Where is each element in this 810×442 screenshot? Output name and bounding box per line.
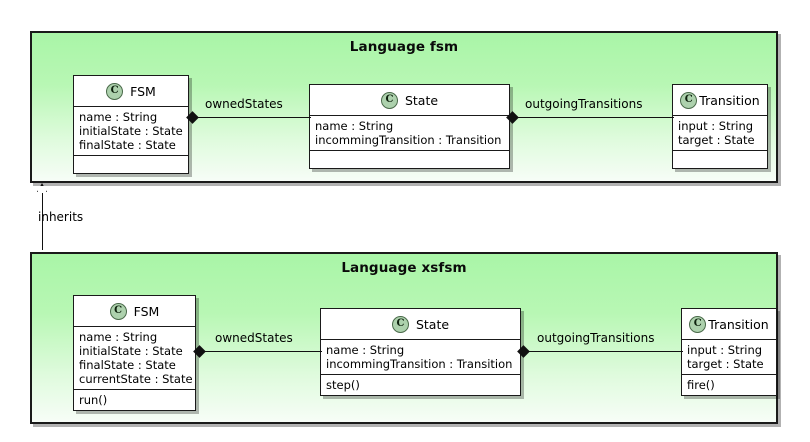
attribute-row: initialState : State xyxy=(79,124,183,138)
class-icon: C xyxy=(380,91,398,109)
class-fsm-FSM-operations xyxy=(74,156,188,173)
class-xsfsm-State-header: C State xyxy=(321,309,520,340)
class-fsm-State-attributes: name : String incommingTransition : Tran… xyxy=(310,116,509,151)
class-xsfsm-FSM[interactable]: C FSM name : String initialState : State… xyxy=(73,295,196,411)
class-fsm-Transition-attributes: input : String target : State xyxy=(673,116,767,151)
attribute-row: currentState : State xyxy=(79,372,193,386)
class-fsm-Transition-name: Transition xyxy=(699,92,760,108)
class-fsm-Transition[interactable]: C Transition input : String target : Sta… xyxy=(672,84,768,169)
attribute-row: name : String xyxy=(79,110,158,124)
class-xsfsm-State-attributes: name : String incommingTransition : Tran… xyxy=(321,340,520,375)
inherits-label: inherits xyxy=(38,210,84,224)
class-icon: C xyxy=(391,315,409,333)
class-xsfsm-FSM-attributes: name : String initialState : State final… xyxy=(74,327,195,390)
association-xsfsm-outgoingTransitions-label: outgoingTransitions xyxy=(537,331,655,345)
package-xsfsm-title: Language xsfsm xyxy=(341,260,467,276)
attribute-row: name : String xyxy=(315,119,394,133)
class-fsm-State-operations xyxy=(310,151,509,168)
class-icon: C xyxy=(680,91,698,109)
attribute-row: input : String xyxy=(678,119,754,133)
class-fsm-FSM[interactable]: C FSM name : String initialState : State… xyxy=(73,75,189,174)
class-fsm-State-header: C State xyxy=(310,85,509,116)
class-fsm-FSM-name: FSM xyxy=(130,83,156,99)
attribute-row: target : State xyxy=(678,133,755,147)
attribute-row: name : String xyxy=(326,343,405,357)
association-xsfsm-ownedStates-label: ownedStates xyxy=(215,331,293,345)
association-fsm-ownedStates-line xyxy=(191,117,311,118)
association-xsfsm-ownedStates-line xyxy=(198,351,322,352)
class-xsfsm-FSM-name: FSM xyxy=(133,303,160,319)
class-fsm-FSM-attributes: name : String initialState : State final… xyxy=(74,107,188,156)
class-fsm-State-name: State xyxy=(404,92,439,108)
operation-row: fire() xyxy=(687,378,715,392)
class-xsfsm-FSM-header: C FSM xyxy=(74,296,195,327)
class-fsm-Transition-header: C Transition xyxy=(673,85,767,116)
class-xsfsm-Transition-operations: fire() xyxy=(682,375,776,395)
attribute-row: finalState : State xyxy=(79,138,176,152)
class-xsfsm-State-operations: step() xyxy=(321,375,520,395)
operation-row: step() xyxy=(326,378,360,392)
association-fsm-outgoingTransitions-label: outgoingTransitions xyxy=(525,97,643,111)
class-fsm-FSM-header: C FSM xyxy=(74,76,188,107)
attribute-row: target : State xyxy=(687,357,764,371)
class-icon: C xyxy=(689,315,707,333)
class-xsfsm-FSM-operations: run() xyxy=(74,390,195,410)
class-xsfsm-Transition-attributes: input : String target : State xyxy=(682,340,776,375)
class-xsfsm-Transition-header: C Transition xyxy=(682,309,776,340)
association-fsm-ownedStates-label: ownedStates xyxy=(205,97,283,111)
class-fsm-Transition-operations xyxy=(673,151,767,168)
package-fsm-title: Language fsm xyxy=(349,39,459,55)
operation-row: run() xyxy=(79,393,108,407)
class-icon: C xyxy=(109,302,127,320)
class-fsm-State[interactable]: C State name : String incommingTransitio… xyxy=(309,84,510,169)
attribute-row: incommingTransition : Transition xyxy=(326,357,513,371)
attribute-row: name : String xyxy=(79,330,158,344)
inherits-arrowhead xyxy=(37,183,47,193)
attribute-row: initialState : State xyxy=(79,344,183,358)
class-xsfsm-State[interactable]: C State name : String incommingTransitio… xyxy=(320,308,521,396)
class-xsfsm-Transition-name: Transition xyxy=(708,316,769,332)
inherits-stem xyxy=(42,192,43,250)
class-xsfsm-Transition[interactable]: C Transition input : String target : Sta… xyxy=(681,308,777,396)
attribute-row: incommingTransition : Transition xyxy=(315,133,502,147)
attribute-row: finalState : State xyxy=(79,358,176,372)
association-xsfsm-outgoingTransitions-line xyxy=(523,351,683,352)
class-xsfsm-State-name: State xyxy=(415,316,450,332)
association-fsm-outgoingTransitions-line xyxy=(512,117,674,118)
class-icon: C xyxy=(106,82,124,100)
attribute-row: input : String xyxy=(687,343,763,357)
